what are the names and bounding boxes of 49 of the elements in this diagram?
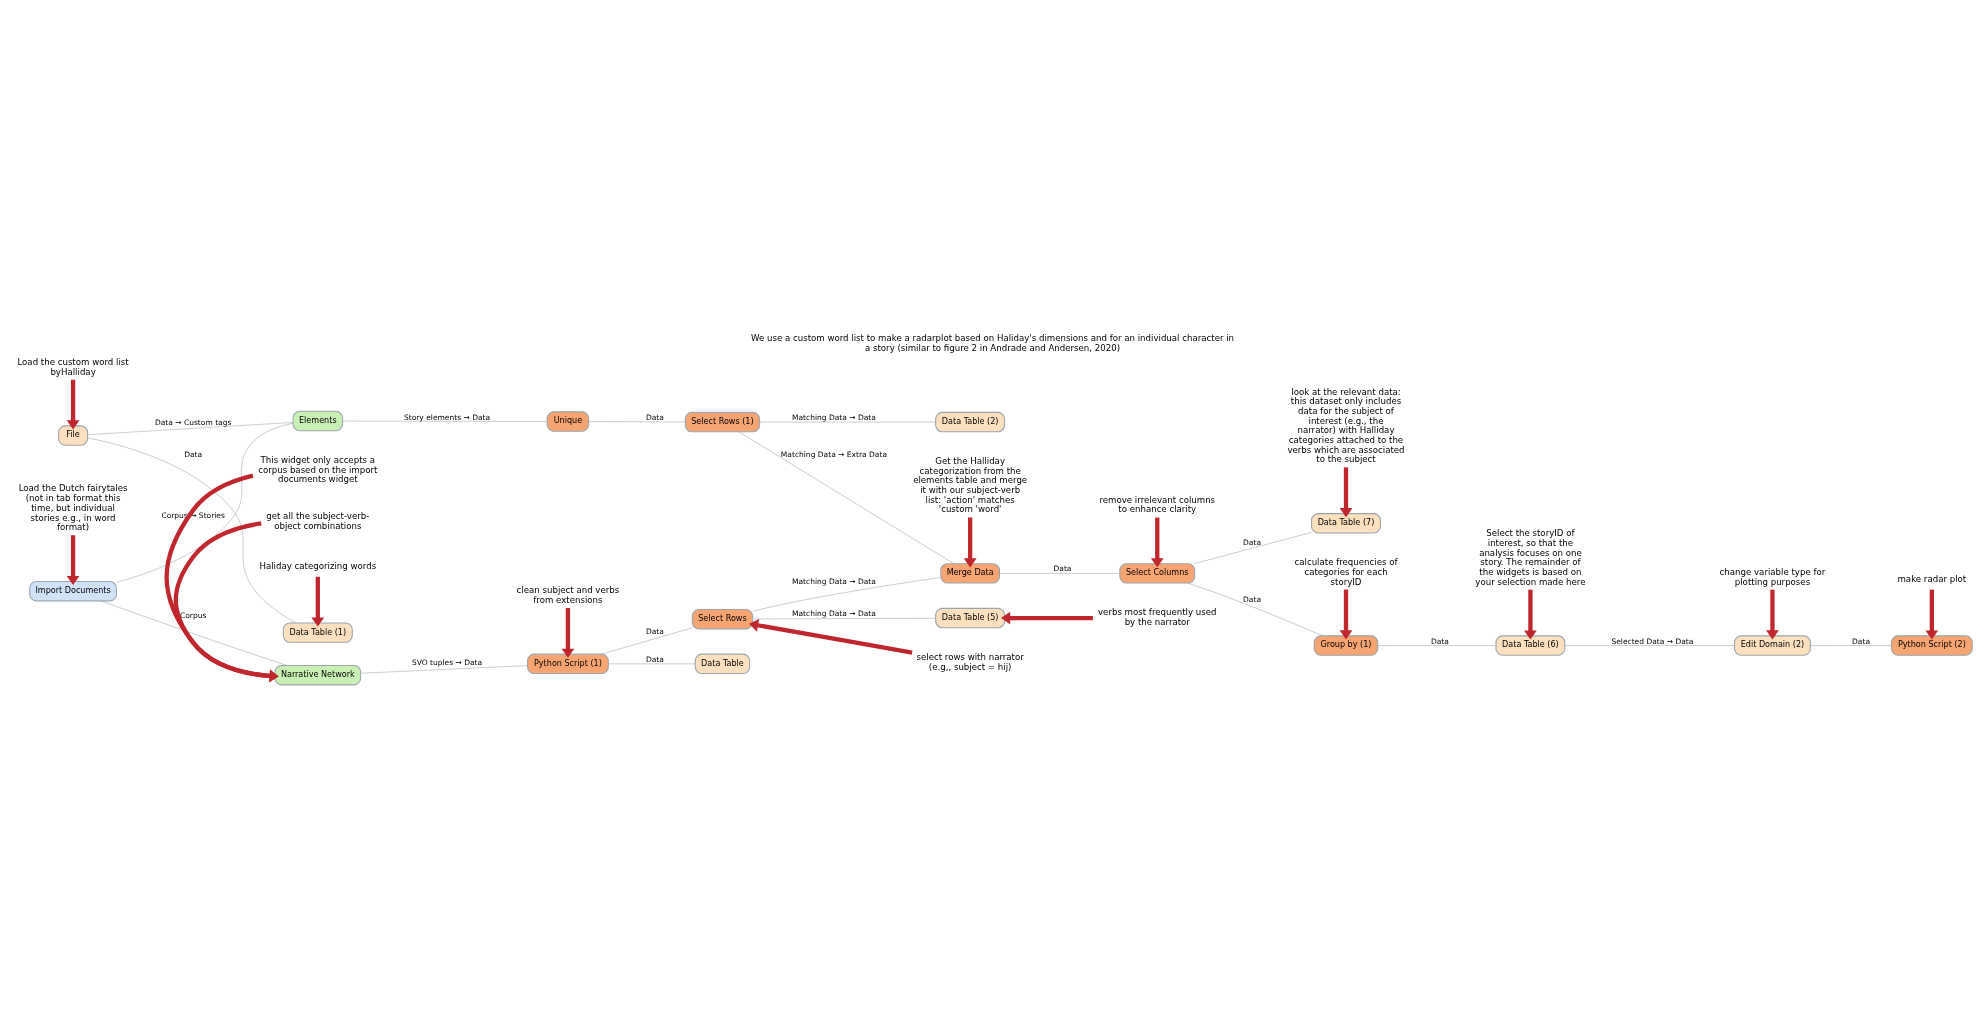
node-text: make radar plot	[1897, 573, 1967, 584]
connector	[1810, 644, 1892, 646]
node-text: change variable type for plotting purposes	[1719, 566, 1826, 587]
arrow	[173, 520, 279, 682]
connector	[360, 664, 528, 673]
arrow	[963, 517, 977, 567]
node-text: This widget only accepts a corpus based on the import documents widget	[258, 454, 378, 484]
connector	[1564, 644, 1735, 646]
arrow	[66, 534, 80, 585]
arrow	[1766, 589, 1779, 639]
connector	[752, 576, 941, 611]
node-text: clean subject and verbs from extensions	[516, 584, 620, 605]
node-text: Load the custom word list byHalliday	[17, 356, 129, 377]
node-text: Get the Halliday categorization from the elements table and merge it with our subject-verb list: 'action' matches 'custom 'word'	[913, 455, 1028, 514]
arrow	[1150, 517, 1164, 567]
node-text: get all the subject-verb-object combinations	[266, 510, 370, 531]
connector	[608, 663, 696, 664]
arrow	[66, 379, 80, 429]
arrow	[749, 618, 913, 655]
connector	[87, 437, 297, 623]
node-text: look at the relevant data: this dataset only includes data for the subject of interest (e.g., the narrator) with Halliday categories attached to the verbs which are associated to the subject	[1287, 386, 1405, 464]
node-text: Haliday categorizing words	[259, 560, 377, 571]
connector	[1377, 644, 1497, 646]
arrow	[164, 473, 279, 682]
arrow	[1925, 589, 1939, 640]
connector	[342, 420, 548, 422]
connector	[752, 617, 936, 619]
connector	[588, 420, 686, 422]
arrow	[561, 607, 575, 658]
connector	[116, 422, 294, 583]
arrow	[1001, 611, 1093, 624]
connector	[100, 600, 288, 666]
diagram-title: We use a custom word list to make a radarplot based on Haliday's dimensions and for an individual character in a story (similar to figure 2 in Andrade and Andersen, 2020)	[750, 332, 1235, 353]
node-text: Load the Dutch fairytales (not in tab format this time, but individual stories e.g., in word format)	[18, 482, 128, 532]
connector	[1193, 531, 1312, 564]
node-text: Select the storyID of interest, so that the analysis focuses on one story. The remainder of the widgets is based on your selection made here	[1475, 527, 1586, 587]
arrow	[311, 576, 325, 627]
arrow	[1339, 589, 1353, 639]
node-text: verbs most frequently used by the narrator	[1098, 606, 1217, 627]
arrow	[1339, 466, 1353, 517]
connector	[87, 421, 294, 435]
connector	[738, 431, 955, 564]
connector	[601, 627, 693, 654]
node-text: remove irrelevant columns to enhance clarity	[1099, 494, 1216, 514]
node-text: select rows with narrator (e.g,, subject = hij)	[916, 651, 1024, 672]
connector	[999, 572, 1121, 574]
connector	[1187, 582, 1324, 636]
node-text: calculate frequencies of categories for each storyID	[1294, 556, 1398, 587]
arrow	[1524, 589, 1537, 640]
